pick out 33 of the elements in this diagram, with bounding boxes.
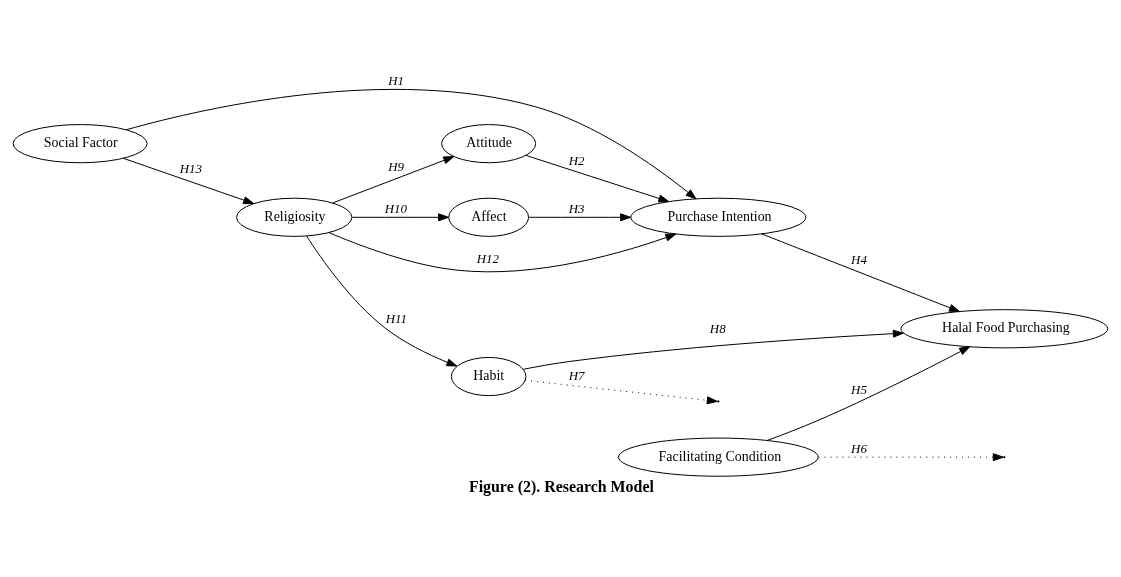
arrow	[818, 452, 1004, 461]
arrow	[528, 212, 632, 221]
edge-label: H11	[385, 310, 408, 326]
arrow	[522, 329, 904, 370]
edge-label: H2	[568, 152, 585, 168]
edge-label: H13	[179, 160, 203, 176]
arrow	[125, 88, 697, 199]
edge-label: H4	[851, 251, 867, 267]
node-ellipse: Affect	[448, 197, 530, 237]
caption: Figure (2). Research Model	[468, 477, 654, 495]
edge-label: H8	[709, 320, 726, 336]
arrow	[761, 232, 960, 312]
edge-label: H10	[384, 200, 408, 216]
arrow	[766, 345, 971, 441]
arrow	[524, 379, 718, 404]
node-ellipse: Habit	[450, 356, 527, 396]
arrow	[306, 234, 458, 367]
arrow	[122, 157, 255, 204]
node-ellipse: Social Factor	[12, 123, 148, 163]
edge-label: H3	[568, 200, 585, 216]
node-ellipse: Facilitating Condition	[618, 437, 819, 477]
edge-label: H6	[851, 440, 867, 456]
edge-label: H5	[851, 381, 867, 397]
arrow	[525, 154, 670, 202]
edge-label: H1	[388, 72, 405, 88]
edge-label: H12	[476, 250, 499, 266]
arrow	[351, 212, 450, 221]
edge-label: H9	[388, 158, 405, 174]
edge-label: H7	[568, 367, 585, 383]
node-ellipse: Halal Food Purchasing	[900, 308, 1109, 348]
arrow	[328, 231, 677, 272]
node-ellipse: Purchase Intention	[630, 197, 807, 237]
arrow	[332, 155, 455, 203]
